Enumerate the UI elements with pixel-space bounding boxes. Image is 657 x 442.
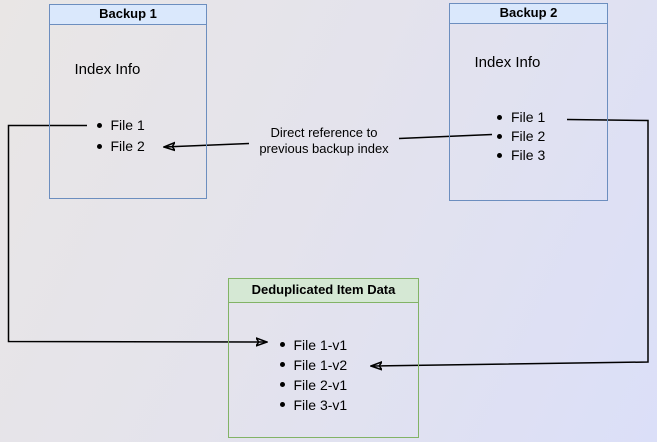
edge-label-direct-reference: Direct reference to previous backup inde…	[234, 125, 414, 157]
backup2-title: Backup 2	[450, 4, 607, 24]
list-item-label: File 1	[110, 117, 145, 133]
backup2-file-list: File 1 File 2 File 3	[497, 108, 545, 165]
list-item: File 1-v2	[279, 355, 348, 375]
list-item: File 1-v1	[279, 335, 348, 355]
bullet-icon	[96, 122, 102, 128]
list-item: File 1	[96, 115, 145, 136]
edge-label-line1: Direct reference to	[270, 125, 378, 140]
list-item-label: File 1-v1	[293, 336, 348, 353]
list-item-label: File 3	[511, 147, 546, 163]
bullet-icon	[279, 362, 285, 367]
backup1-box: Backup 1 Index Info File 1 File 2	[49, 4, 207, 199]
list-item-label: File 2	[511, 128, 546, 144]
backup2-box: Backup 2 Index Info File 1 File 2 File 3	[449, 3, 608, 201]
bullet-icon	[279, 402, 285, 407]
dedup-file-list: File 1-v1 File 1-v2 File 2-v1 File 3-v1	[279, 335, 348, 415]
dedup-title: Deduplicated Item Data	[229, 279, 418, 303]
bullet-icon	[96, 143, 102, 149]
edge-label-line2: previous backup index	[259, 141, 389, 156]
backup1-title: Backup 1	[50, 5, 206, 25]
list-item-label: File 1	[511, 109, 546, 125]
backup1-subtitle: Index Info	[74, 60, 141, 78]
backup2-subtitle: Index Info	[474, 53, 541, 71]
list-item: File 3	[497, 146, 545, 165]
list-item-label: File 1-v2	[293, 356, 348, 373]
list-item: File 3-v1	[279, 395, 348, 415]
list-item: File 2-v1	[279, 375, 348, 395]
list-item-label: File 2	[110, 138, 145, 154]
bullet-icon	[497, 114, 502, 120]
list-item: File 1	[497, 108, 545, 127]
bullet-icon	[279, 382, 285, 387]
backup1-file-list: File 1 File 2	[96, 115, 145, 157]
list-item-label: File 2-v1	[293, 376, 348, 393]
bullet-icon	[279, 342, 285, 347]
bullet-icon	[497, 133, 502, 139]
dedup-box: Deduplicated Item Data File 1-v1 File 1-…	[228, 278, 419, 438]
list-item: File 2	[497, 127, 545, 146]
bullet-icon	[497, 152, 502, 158]
list-item: File 2	[96, 136, 145, 157]
list-item-label: File 3-v1	[293, 396, 348, 413]
